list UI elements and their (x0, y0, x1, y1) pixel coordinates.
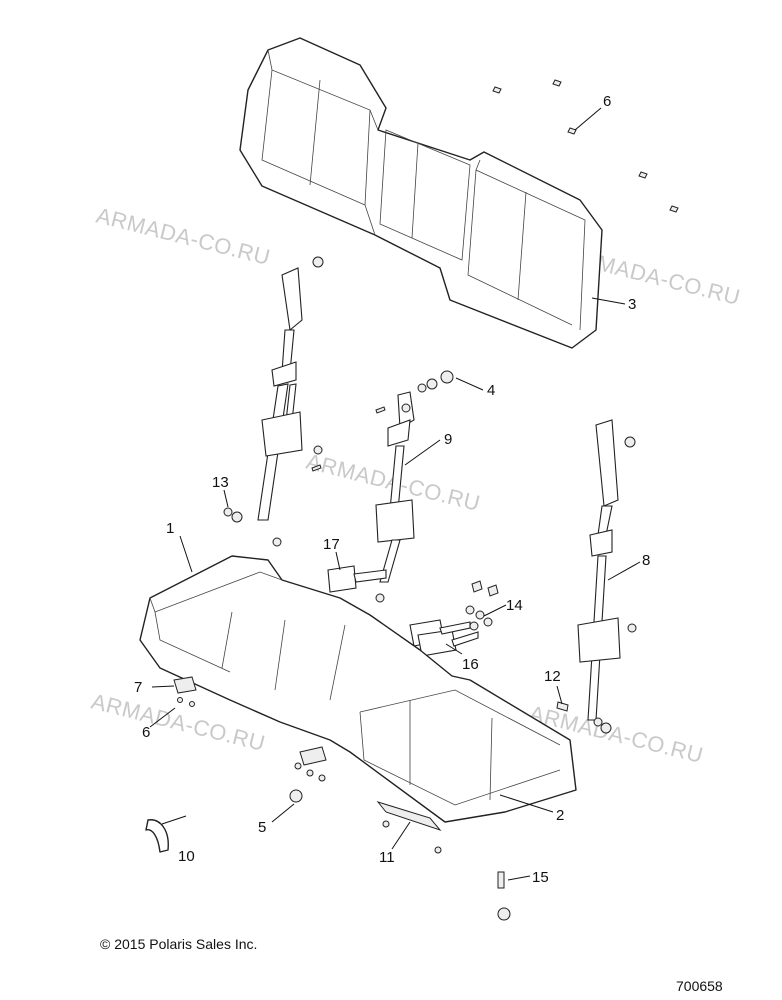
callout-1: 1 (166, 520, 174, 537)
callout-14: 14 (506, 597, 523, 614)
callout-7: 7 (134, 679, 142, 696)
center-belt-hardware (417, 370, 454, 393)
seat-belt-center (327, 391, 415, 603)
callout-8: 8 (642, 552, 650, 569)
seat-base (139, 555, 577, 823)
callout-12: 12 (544, 668, 561, 685)
seat-back-screws (492, 79, 679, 213)
left-belt-anchor-hardware (223, 507, 243, 523)
callout-2: 2 (556, 807, 564, 824)
bracket-right (376, 801, 442, 854)
callout-17: 17 (323, 536, 340, 553)
copyright-notice: © 2015 Polaris Sales Inc. (100, 936, 257, 952)
bracket-center (294, 746, 327, 782)
buckle-assembly (409, 619, 479, 657)
watermark-top-left: ARMADA-CO.RU (94, 203, 273, 270)
callout-6-top: 6 (603, 93, 611, 110)
callout-10: 10 (178, 848, 195, 865)
buckle-hardware (465, 580, 499, 631)
fastener-15 (497, 871, 511, 921)
callout-9: 9 (444, 431, 452, 448)
callout-11: 11 (379, 849, 395, 866)
seat-belt-right (577, 419, 637, 734)
callout-13: 13 (212, 474, 229, 491)
leader-lines (149, 107, 641, 881)
push-nut (289, 789, 303, 803)
callouts: 1 2 3 4 5 6 6 7 8 9 10 11 12 13 14 15 16… (134, 93, 650, 886)
callout-3: 3 (628, 296, 636, 313)
callout-6-bottom: 6 (142, 724, 150, 741)
clip (145, 815, 187, 853)
drawing-number: 700658 (676, 978, 723, 994)
right-belt-anchor-bolt (556, 701, 569, 712)
callout-4: 4 (487, 382, 495, 399)
callout-16: 16 (462, 656, 479, 673)
seat-belt-left (257, 256, 324, 547)
callout-15: 15 (532, 869, 549, 886)
seat-back (239, 37, 603, 349)
bracket-left (173, 676, 197, 707)
callout-5: 5 (258, 819, 266, 836)
